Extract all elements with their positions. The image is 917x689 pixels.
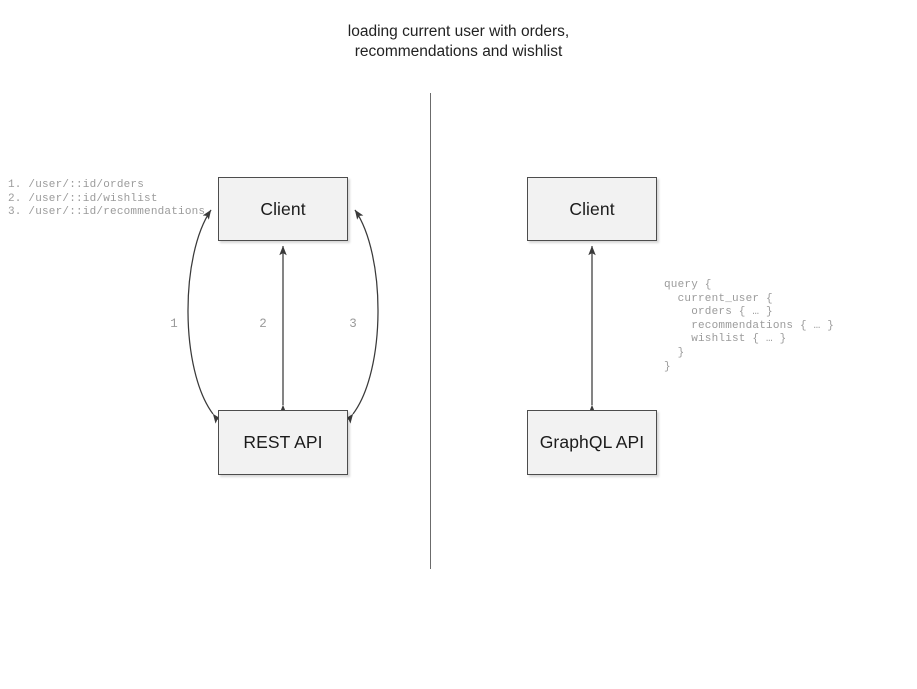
- node-rest-client[interactable]: Client: [218, 177, 348, 241]
- node-graphql-client-label: Client: [569, 198, 615, 219]
- edge-label-1: 1: [170, 317, 178, 331]
- page-title: loading current user with orders, recomm…: [347, 23, 570, 60]
- node-graphql-client[interactable]: Client: [527, 177, 657, 241]
- graphql-query-snippet: query { current_user { orders { … } reco…: [664, 279, 835, 373]
- edge-rest-3: [344, 209, 379, 424]
- node-graphql-api[interactable]: GraphQL API: [527, 410, 657, 475]
- rest-endpoint-list: 1. /user/::id/orders 2. /user/::id/wishl…: [8, 179, 206, 219]
- node-rest-api[interactable]: REST API: [218, 410, 348, 475]
- node-graphql-api-label: GraphQL API: [539, 432, 645, 452]
- comparison-divider: [430, 93, 431, 569]
- edge-rest-1: [187, 209, 222, 424]
- edge-label-2: 2: [259, 317, 267, 331]
- node-rest-api-label: REST API: [243, 432, 323, 452]
- edge-label-3: 3: [349, 317, 357, 331]
- node-rest-client-label: Client: [260, 198, 306, 219]
